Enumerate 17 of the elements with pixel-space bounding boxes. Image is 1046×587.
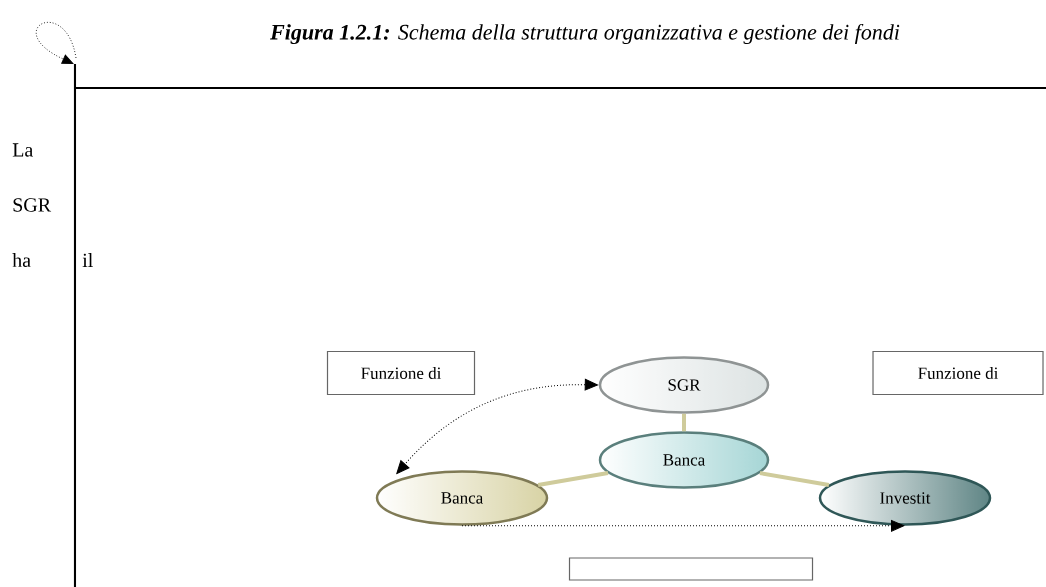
ellipse-node: SGR [598,356,770,414]
body-text: il [82,253,93,267]
ellipse-node: Banca [375,470,549,526]
body-text: La [12,143,33,157]
body-text: SGR [13,198,52,212]
curved-arrow [396,378,598,474]
text-box: Funzione di [326,350,476,396]
figure-title: Figura 1.2.1: Schema della struttura organizzativa e gestione dei fondi [270,23,900,45]
empty-box [568,557,814,581]
connector-line [537,471,609,487]
connector-line [759,471,830,487]
ellipse-node: Investit [818,470,992,526]
arrow [461,519,905,532]
text-box: Funzione di [872,350,1044,396]
ellipse-node: Banca [598,431,770,489]
body-text: ha [12,252,31,268]
connector-line [682,413,686,432]
